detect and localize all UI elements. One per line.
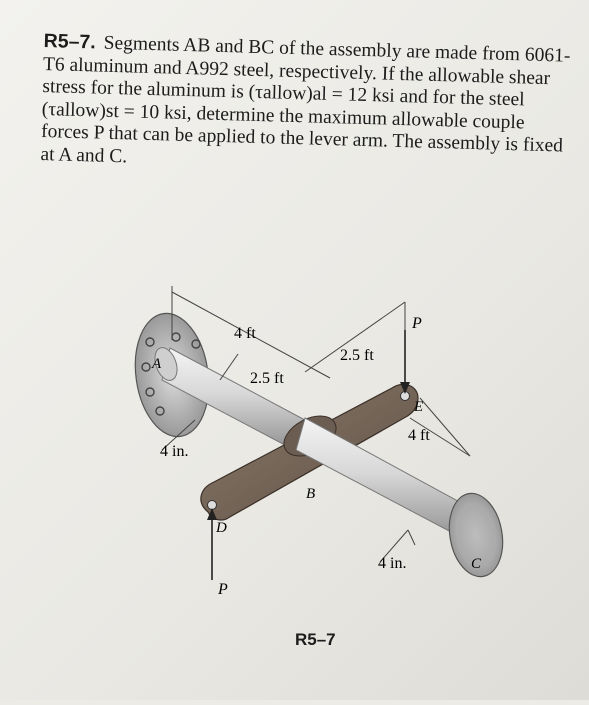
figure-caption: R5–7 [295,630,336,649]
label-4ft-right: 4 ft [408,427,430,444]
label-force-p-bottom: P [217,581,228,598]
label-point-e: E [413,399,423,415]
label-point-a: A [151,356,162,372]
problem-number: R5–7. [43,30,97,54]
label-point-b: B [306,486,315,502]
assembly-figure: 4 ft 2.5 ft 2.5 ft 4 ft 4 in. 4 in. A B … [0,230,589,700]
assembly-drawing: 4 ft 2.5 ft 2.5 ft 4 ft 4 in. 4 in. A B … [134,286,504,598]
label-point-c: C [471,556,482,572]
label-25ft-right: 2.5 ft [340,347,374,364]
label-4in-right: 4 in. [378,555,406,572]
force-arrow-top [400,330,410,394]
label-4ft-top: 4 ft [234,325,256,342]
problem-statement: R5–7.Segments AB and BC of the assembly … [40,30,574,181]
mount-plate-c [448,492,504,578]
label-point-d: D [215,520,227,536]
force-arrow-bottom [207,508,217,580]
label-25ft-left: 2.5 ft [250,370,284,387]
label-4in-left: 4 in. [160,443,188,460]
label-force-p-top: P [411,315,422,332]
dimension-lines [161,286,471,563]
problem-text: Segments AB and BC of the assembly are m… [40,32,571,167]
